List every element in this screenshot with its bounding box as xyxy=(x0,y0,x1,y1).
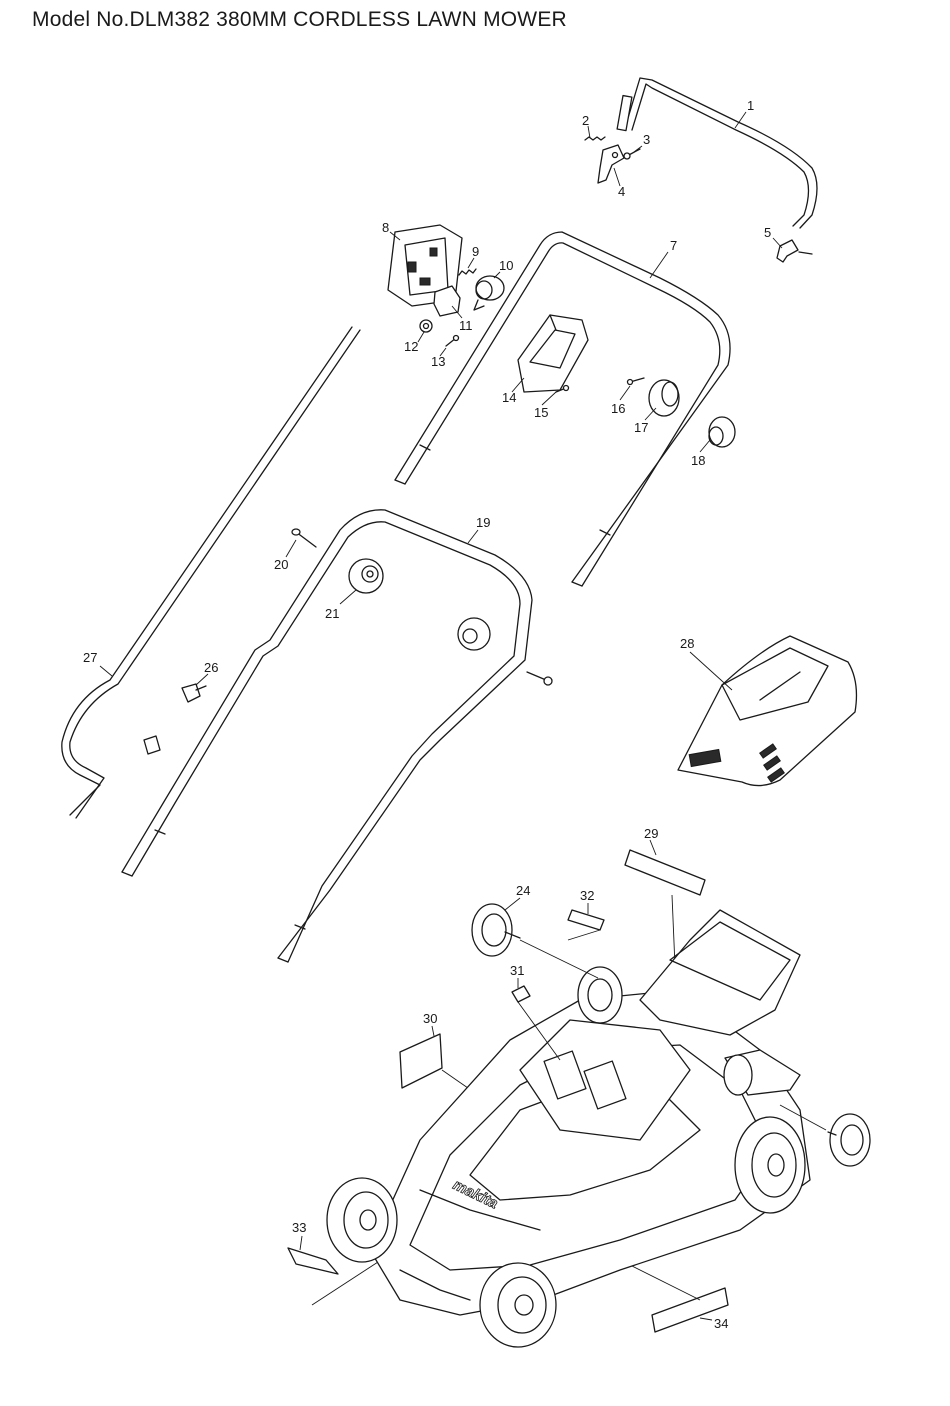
part-24-wheel xyxy=(471,903,599,979)
callout-17: 17 xyxy=(634,420,648,435)
leader-lines xyxy=(99,111,783,1321)
part-1-switch-lever xyxy=(616,77,818,229)
callout-9: 9 xyxy=(472,244,479,259)
handle-bolt xyxy=(526,671,553,686)
part-27-cable xyxy=(61,326,361,819)
part-34-label xyxy=(629,1264,729,1333)
part-18-knob xyxy=(708,416,736,448)
cable-end-connector xyxy=(143,735,161,755)
callout-30: 30 xyxy=(423,1011,437,1026)
part-21-knob xyxy=(348,558,384,594)
callout-16: 16 xyxy=(611,401,625,416)
part-17-knob xyxy=(648,379,680,417)
front-left-wheel xyxy=(326,1177,398,1263)
callout-33: 33 xyxy=(292,1220,306,1235)
part-13-screw xyxy=(445,334,460,347)
part-3-screw xyxy=(623,148,641,160)
callout-34: 34 xyxy=(714,1316,728,1331)
callout-21: 21 xyxy=(325,606,339,621)
mower-deck: makita xyxy=(369,909,811,1316)
callout-11: 11 xyxy=(459,318,473,333)
callout-15: 15 xyxy=(534,405,548,420)
part-14-cord-holder xyxy=(517,314,589,393)
part-15-screw xyxy=(555,384,570,393)
part-8-switch-box xyxy=(387,224,463,307)
part-28-grass-box-cover xyxy=(677,635,858,787)
callout-28: 28 xyxy=(680,636,694,651)
part-33-label xyxy=(287,1247,379,1306)
callout-32: 32 xyxy=(580,888,594,903)
page-title: Model No.DLM382 380MM CORDLESS LAWN MOWE… xyxy=(32,8,567,31)
part-20-bolt xyxy=(291,528,317,548)
callout-8: 8 xyxy=(382,220,389,235)
part-5-clamp xyxy=(776,239,813,263)
callout-2: 2 xyxy=(582,113,589,128)
front-right-wheel xyxy=(479,1262,557,1348)
callout-19: 19 xyxy=(476,515,490,530)
callout-20: 20 xyxy=(274,557,288,572)
part-19-lower-handle xyxy=(121,509,533,963)
callout-10: 10 xyxy=(499,258,513,273)
callout-31: 31 xyxy=(510,963,524,978)
callout-5: 5 xyxy=(764,225,771,240)
part-32-label xyxy=(567,909,605,941)
callout-24: 24 xyxy=(516,883,530,898)
callout-4: 4 xyxy=(618,184,625,199)
callout-3: 3 xyxy=(643,132,650,147)
part-16-screw xyxy=(626,377,645,386)
part-12-nut xyxy=(419,319,433,333)
part-10-knob xyxy=(473,275,505,311)
part-7-upper-handle xyxy=(394,231,731,587)
detached-rear-wheel xyxy=(779,1104,871,1167)
callout-12: 12 xyxy=(404,339,418,354)
callout-14: 14 xyxy=(502,390,516,405)
part-30-label xyxy=(399,1033,479,1096)
callout-13: 13 xyxy=(431,354,445,369)
part-21-knob-pair xyxy=(457,617,491,651)
part-26-connector xyxy=(181,683,207,703)
part-31-label xyxy=(511,985,531,1003)
part-4-trigger xyxy=(597,144,625,184)
callout-29: 29 xyxy=(644,826,658,841)
callout-27: 27 xyxy=(83,650,97,665)
callout-1: 1 xyxy=(747,98,754,113)
callout-18: 18 xyxy=(691,453,705,468)
callout-numbers: 1 2 3 4 5 7 8 9 10 11 12 13 14 15 16 17 … xyxy=(83,98,771,1331)
part-9-spring xyxy=(458,268,477,276)
callout-7: 7 xyxy=(670,238,677,253)
part-2-spring xyxy=(584,136,606,141)
height-adjust-lever xyxy=(723,1049,801,1096)
rear-left-wheel xyxy=(577,966,623,1024)
callout-26: 26 xyxy=(204,660,218,675)
rear-right-wheel xyxy=(734,1116,806,1214)
